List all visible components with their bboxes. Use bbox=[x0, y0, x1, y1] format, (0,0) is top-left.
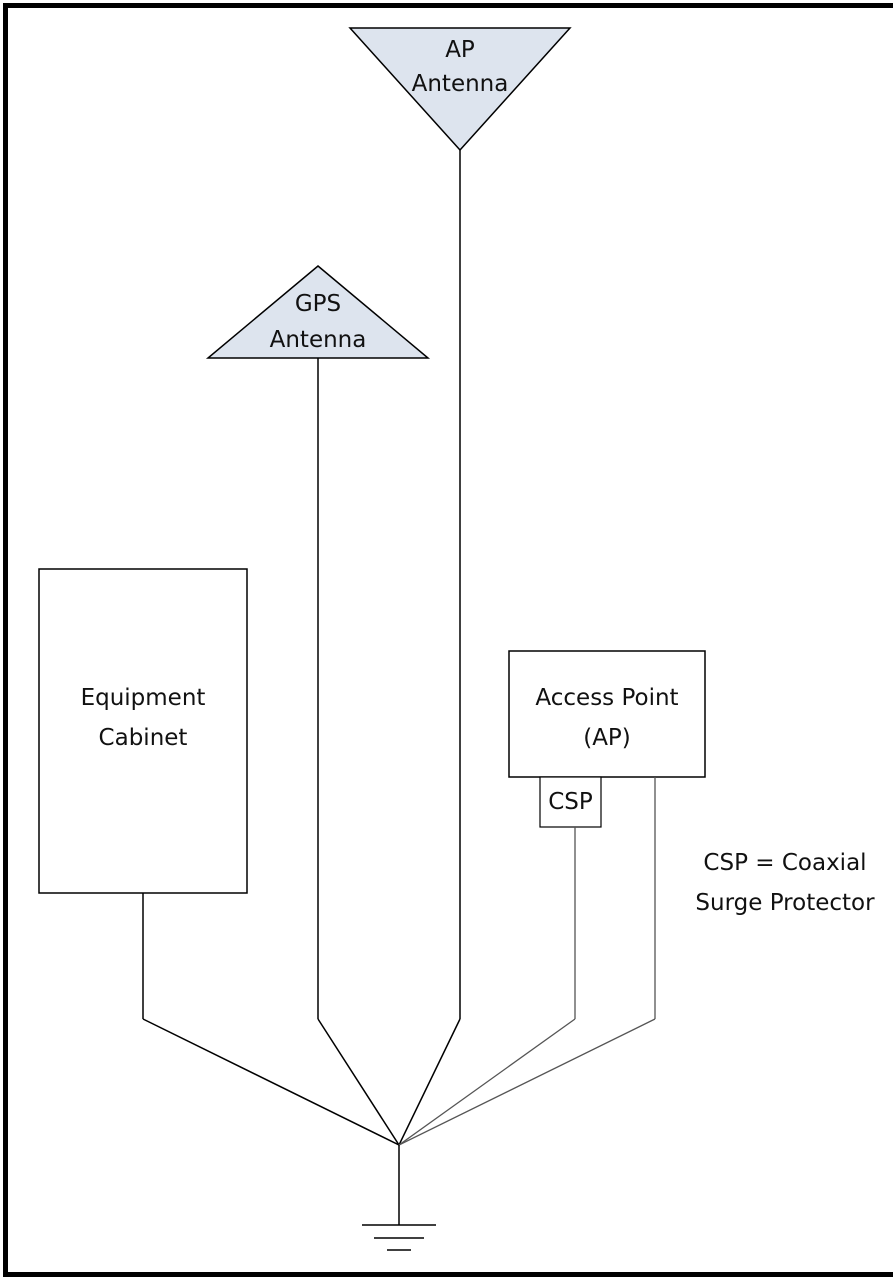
access-point-label: Access Point (AP) bbox=[509, 678, 705, 758]
csp-label-text: CSP bbox=[548, 789, 593, 815]
ap-antenna-label-line2: Antenna bbox=[411, 71, 509, 97]
gps-antenna-label-line2: Antenna bbox=[269, 327, 367, 353]
ap-ground-lead bbox=[398, 1018, 656, 1146]
gps-antenna-label: GPS Antenna bbox=[263, 284, 373, 360]
csp-ground-lead bbox=[398, 1018, 576, 1146]
access-point-box bbox=[508, 650, 706, 778]
csp-legend-line2: Surge Protector bbox=[695, 890, 875, 916]
ap-antenna-label-line1: AP bbox=[445, 37, 475, 63]
ap-antenna-label: AP Antenna bbox=[410, 30, 510, 104]
equipment-cabinet-label: Equipment Cabinet bbox=[39, 678, 247, 758]
access-point-label-line1: Access Point bbox=[535, 685, 679, 711]
csp-box bbox=[539, 776, 602, 828]
equipment-cabinet-label-line2: Cabinet bbox=[98, 725, 188, 751]
ground-symbol-icon bbox=[362, 1224, 436, 1251]
gps-antenna-label-line1: GPS bbox=[294, 291, 342, 317]
ap-antenna-ground-lead bbox=[398, 1018, 461, 1146]
csp-legend: CSP = Coaxial Surge Protector bbox=[680, 843, 890, 923]
equipment-cabinet-box bbox=[38, 568, 248, 894]
ap-antenna-triangle bbox=[348, 27, 572, 152]
access-point-label-line2: (AP) bbox=[583, 725, 631, 751]
equipment-cabinet-label-line1: Equipment bbox=[80, 685, 206, 711]
csp-legend-line1: CSP = Coaxial bbox=[703, 850, 867, 876]
gps-antenna-ground-lead bbox=[317, 1018, 400, 1146]
cabinet-ground-lead bbox=[142, 1018, 400, 1146]
csp-label: CSP bbox=[540, 782, 601, 822]
